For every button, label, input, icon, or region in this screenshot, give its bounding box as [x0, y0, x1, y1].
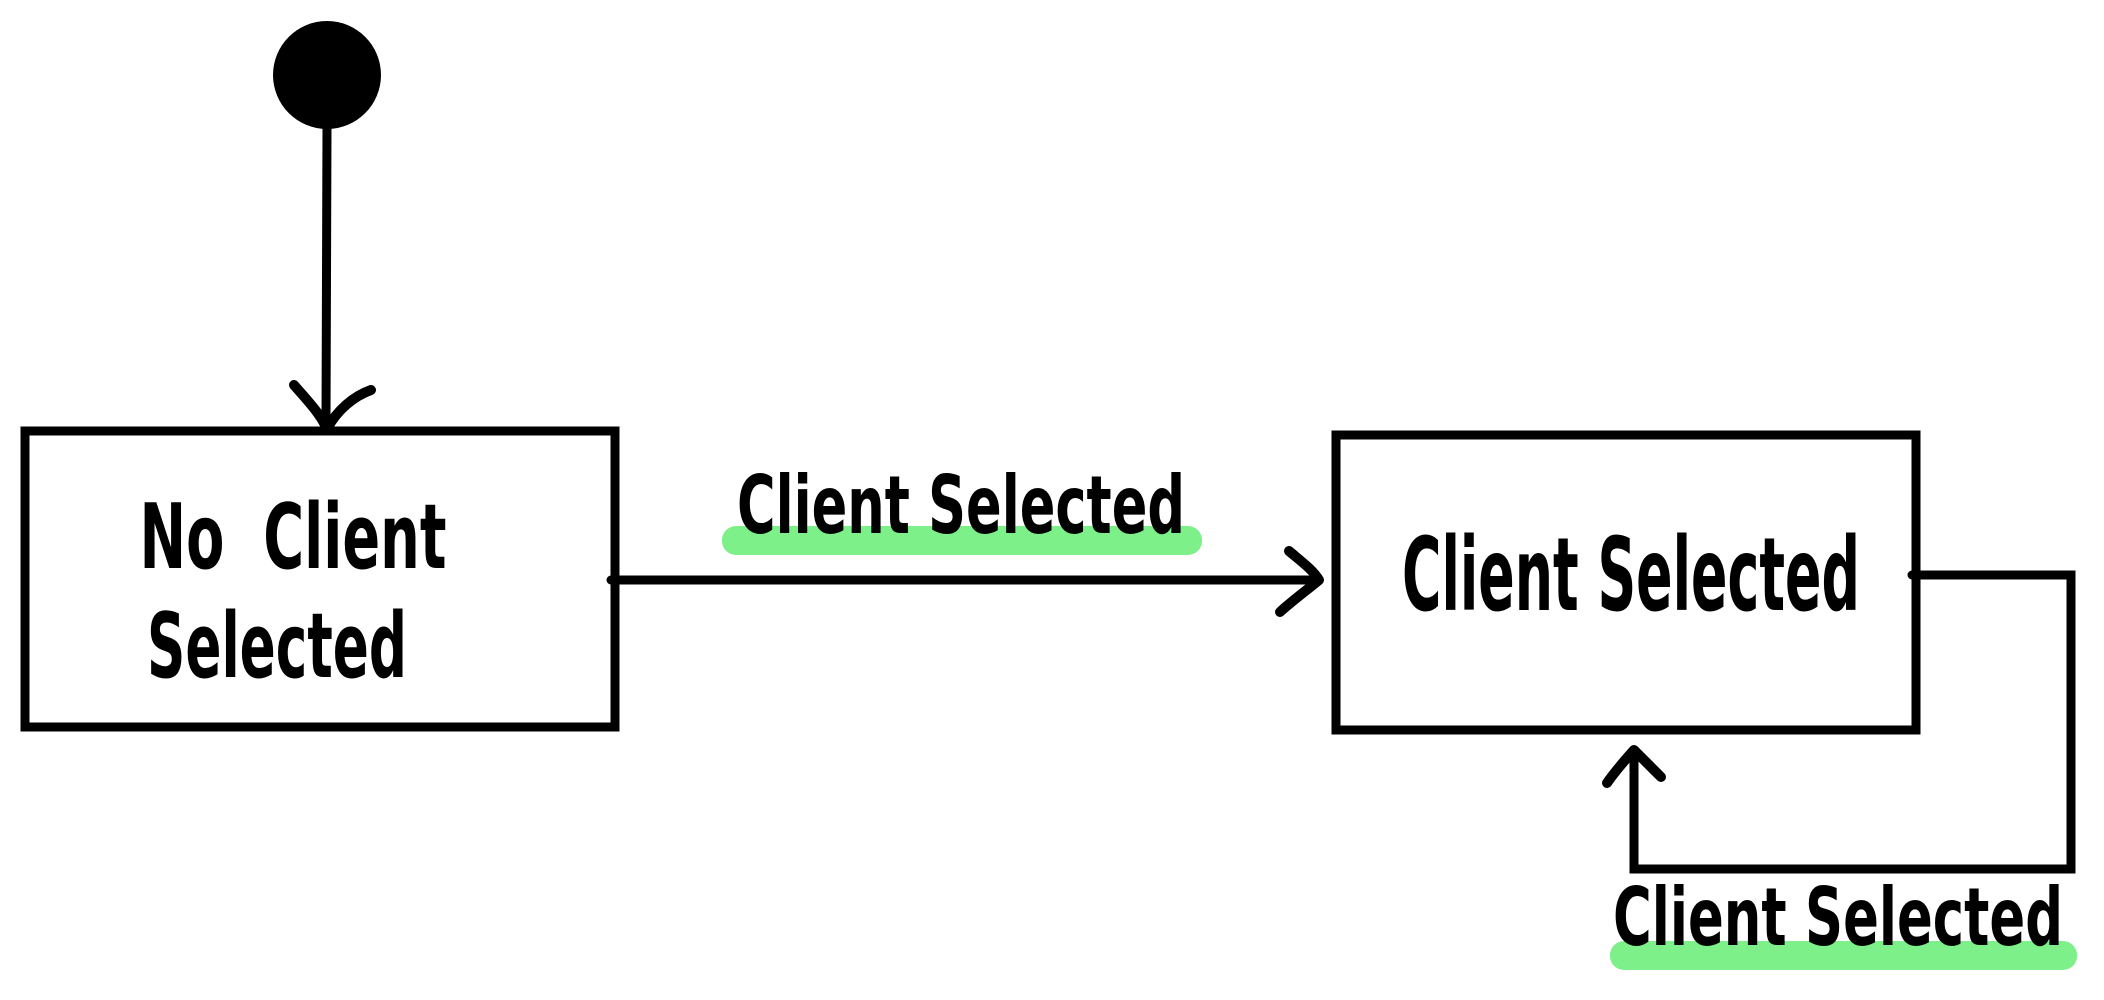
self-loop-label-highlight — [1610, 941, 2077, 970]
state-label-no-client-line2: Selected — [147, 594, 407, 699]
initial-transition-arrowhead-icon — [289, 380, 376, 434]
transition-label: Client Selected — [737, 459, 1185, 552]
state-label-no-client-line1: No Client — [140, 485, 447, 590]
state-box-no-client-selected — [20, 426, 620, 732]
self-loop-line — [1629, 570, 2076, 874]
state-label-client-selected: Client Selected — [1402, 516, 1860, 635]
self-loop-label: Client Selected — [1613, 871, 2063, 964]
initial-transition-line — [321, 122, 332, 425]
transition-arrowhead-icon — [1275, 546, 1324, 617]
transition-label-highlight — [722, 526, 1202, 555]
initial-state-dot — [273, 21, 381, 129]
state-box-client-selected — [1331, 430, 1921, 735]
self-loop-arrowhead-icon — [1602, 745, 1666, 788]
